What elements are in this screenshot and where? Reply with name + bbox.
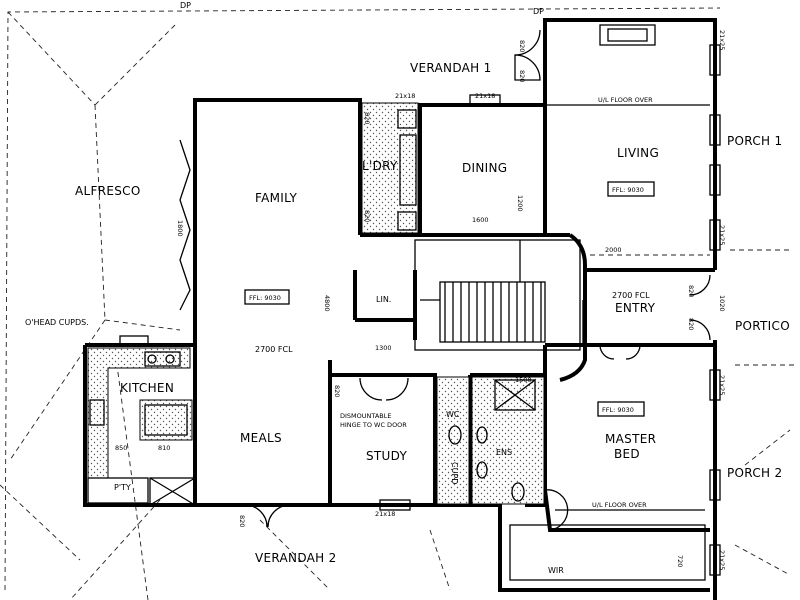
note-ffl-family: FFL: 9030 (249, 294, 281, 302)
kitchen-benches (87, 335, 196, 506)
label-pantry: P'TY (114, 483, 131, 492)
label-laundry: L'DRY (362, 159, 398, 173)
label-study: STUDY (366, 449, 408, 463)
label-master: MASTER (605, 432, 656, 446)
dim-21x18: 21x18 (375, 510, 395, 518)
room-labels: VERANDAH 1 VERANDAH 2 LIVING PORCH 1 POR… (75, 61, 790, 575)
dim-21x25: 21x25 (718, 550, 726, 570)
label-cupd: CUPD (450, 462, 459, 484)
label-bed: BED (614, 447, 640, 461)
dim-4800: 4800 (323, 295, 331, 312)
label-verandah-2: VERANDAH 2 (255, 551, 337, 565)
dim-2000: 2000 (605, 246, 622, 254)
note-fcl-entry: 2700 FCL (612, 291, 650, 300)
note-dp-left: DP (180, 1, 191, 10)
label-wc: WC (446, 410, 460, 419)
label-alfresco: ALFRESCO (75, 184, 141, 198)
note-dismountable: DISMOUNTABLE (340, 412, 392, 420)
label-living: LIVING (617, 146, 659, 160)
dim-820: 820 (333, 385, 341, 397)
dim-21x25: 21x25 (718, 225, 726, 245)
label-family: FAMILY (255, 191, 297, 205)
staircase (420, 282, 542, 342)
label-linen: LIN. (376, 295, 391, 304)
dim-850: 850 (115, 444, 127, 452)
dim-21x25: 21x25 (718, 30, 726, 50)
label-meals: MEALS (240, 431, 282, 445)
label-porch-1: PORCH 1 (727, 134, 782, 148)
note-ohead-cupds: O'HEAD CUPDS. (25, 318, 89, 327)
note-floor-over-living: U/L FLOOR OVER (598, 96, 653, 104)
label-kitchen: KITCHEN (120, 381, 174, 395)
alfresco-bifold-doors (179, 139, 196, 311)
dim-21x18: 21x18 (395, 92, 415, 100)
ffl-boxes (244, 181, 655, 417)
dim-820: 820 (518, 40, 526, 52)
wet-area-fixtures (436, 376, 545, 505)
label-porch-2: PORCH 2 (727, 466, 782, 480)
label-dining: DINING (462, 161, 507, 175)
label-entry: ENTRY (615, 301, 656, 315)
laundry-fixtures (361, 102, 419, 234)
dim-1500: 1500 (515, 376, 532, 384)
dim-820: 820 (363, 210, 371, 222)
interior-walls (328, 100, 715, 532)
dim-820: 820 (363, 112, 371, 124)
dim-21x18: 21x18 (475, 92, 495, 100)
dim-820: 820 (687, 318, 695, 330)
dim-1020: 1020 (718, 295, 726, 312)
note-dp-right: DP (533, 7, 544, 16)
dim-1300: 1300 (375, 344, 392, 352)
dim-820: 820 (238, 515, 246, 527)
note-dismountable-hinge: HINGE TO WC DOOR (340, 421, 407, 429)
dim-720: 720 (676, 555, 684, 567)
dim-21x25: 21x25 (718, 375, 726, 395)
dim-1600: 1600 (472, 216, 489, 224)
label-verandah-1: VERANDAH 1 (410, 61, 492, 75)
label-portico: PORTICO (735, 319, 790, 333)
note-ffl-living: FFL: 9030 (612, 186, 644, 194)
dimensions: 820 820 820 820 820 820 820 820 21x18 21… (115, 30, 726, 570)
window-markers (379, 44, 721, 576)
dim-1200: 1200 (516, 195, 524, 212)
note-fcl-family: 2700 FCL (255, 345, 293, 354)
dim-810: 810 (158, 444, 170, 452)
fireplace (599, 24, 656, 46)
label-wir: WIR (548, 566, 564, 575)
dim-1800: 1800 (176, 220, 184, 237)
dim-820: 820 (518, 70, 526, 82)
note-ffl-master: FFL: 9030 (602, 406, 634, 414)
label-ensuite: ENS (496, 448, 512, 457)
plan-notes: DP DP O'HEAD CUPDS. FFL: 9030 FFL: 9030 … (25, 1, 653, 509)
cabinetry-lines (414, 104, 710, 581)
note-floor-over-master: U/L FLOOR OVER (592, 501, 647, 509)
dim-820: 820 (687, 285, 695, 297)
